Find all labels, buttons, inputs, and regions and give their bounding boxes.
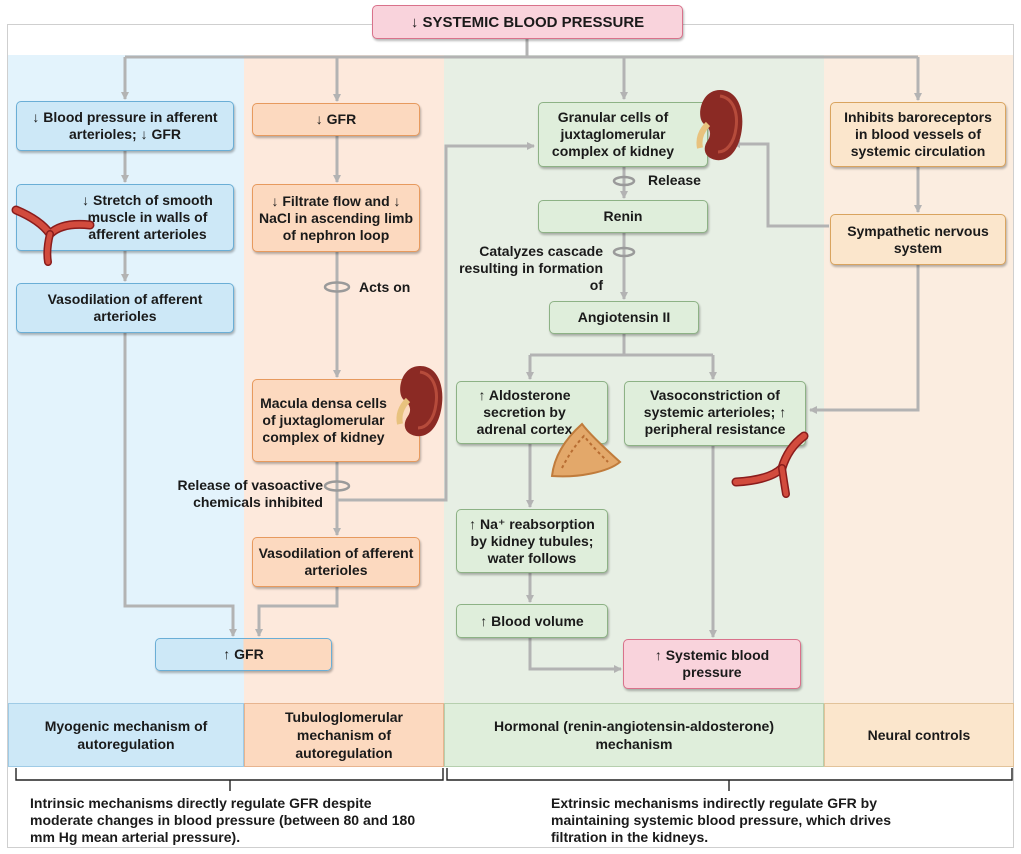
- sympathetic-box: Sympathetic nervous system: [830, 214, 1006, 265]
- systemic-arteriole-illustration: [731, 431, 809, 498]
- na-reabsorption-box: ↑ Na⁺ reabsorption by kidney tubules; wa…: [456, 509, 608, 573]
- release-inhibited-label: Release of vasoactive chemicals inhibite…: [177, 477, 323, 510]
- hormonal-footer: Hormonal (renin-angiotensin-aldosterone)…: [444, 703, 824, 767]
- systemic-bp-increase-box: ↑ Systemic blood pressure: [623, 639, 801, 689]
- neural-footer: Neural controls: [824, 703, 1014, 767]
- tubuloglomerular-footer: Tubuloglomerular mechanism of autoregula…: [244, 703, 444, 767]
- myogenic-footer: Myogenic mechanism of autoregulation: [8, 703, 244, 767]
- blood-volume-box: ↑ Blood volume: [456, 604, 608, 638]
- adrenal-gland-illustration: [550, 422, 622, 478]
- catalyzes-label: Catalyzes cascade resulting in formation…: [459, 243, 603, 293]
- myogenic-bp-gfr-box: ↓ Blood pressure in afferent arterioles;…: [16, 101, 234, 151]
- acts-on-label: Acts on: [359, 279, 411, 295]
- intrinsic-term: Intrinsic mechanisms: [30, 795, 174, 811]
- systemic-bp-decrease-title: ↓ SYSTEMIC BLOOD PRESSURE: [372, 5, 683, 39]
- kidney-icon: [396, 366, 443, 437]
- intrinsic-note: Intrinsic mechanisms directly regulate G…: [30, 795, 430, 846]
- granular-cells-box: Granular cells of juxtaglomerular comple…: [538, 102, 708, 167]
- extrinsic-description: indirectly regulate GFR by maintaining s…: [551, 795, 891, 845]
- tubulo-vasodilation-box: Vasodilation of afferent arterioles: [252, 537, 420, 587]
- extrinsic-note: Extrinsic mechanisms indirectly regulate…: [551, 795, 921, 846]
- extrinsic-term: Extrinsic mechanisms: [551, 795, 699, 811]
- release-label: Release: [648, 172, 701, 188]
- macula-densa-box: Macula densa cells of juxtaglomerular co…: [252, 379, 420, 462]
- renin-box: Renin: [538, 200, 708, 233]
- gfr-increase-box: ↑ GFR: [155, 638, 332, 671]
- angiotensin-box: Angiotensin II: [549, 301, 699, 334]
- kidney-icon: [696, 90, 743, 161]
- afferent-arteriole-illustration: [11, 205, 95, 266]
- myogenic-vasodilation-box: Vasodilation of afferent arterioles: [16, 283, 234, 333]
- baroreceptors-box: Inhibits baroreceptors in blood vessels …: [830, 102, 1006, 167]
- tubulo-gfr-box: ↓ GFR: [252, 103, 420, 136]
- tubulo-filtrate-box: ↓ Filtrate flow and ↓ NaCl in ascending …: [252, 184, 420, 252]
- vasoconstriction-box: Vasoconstriction of systemic arterioles;…: [624, 381, 806, 446]
- intrinsic-description: directly regulate GFR despite moderate c…: [30, 795, 416, 845]
